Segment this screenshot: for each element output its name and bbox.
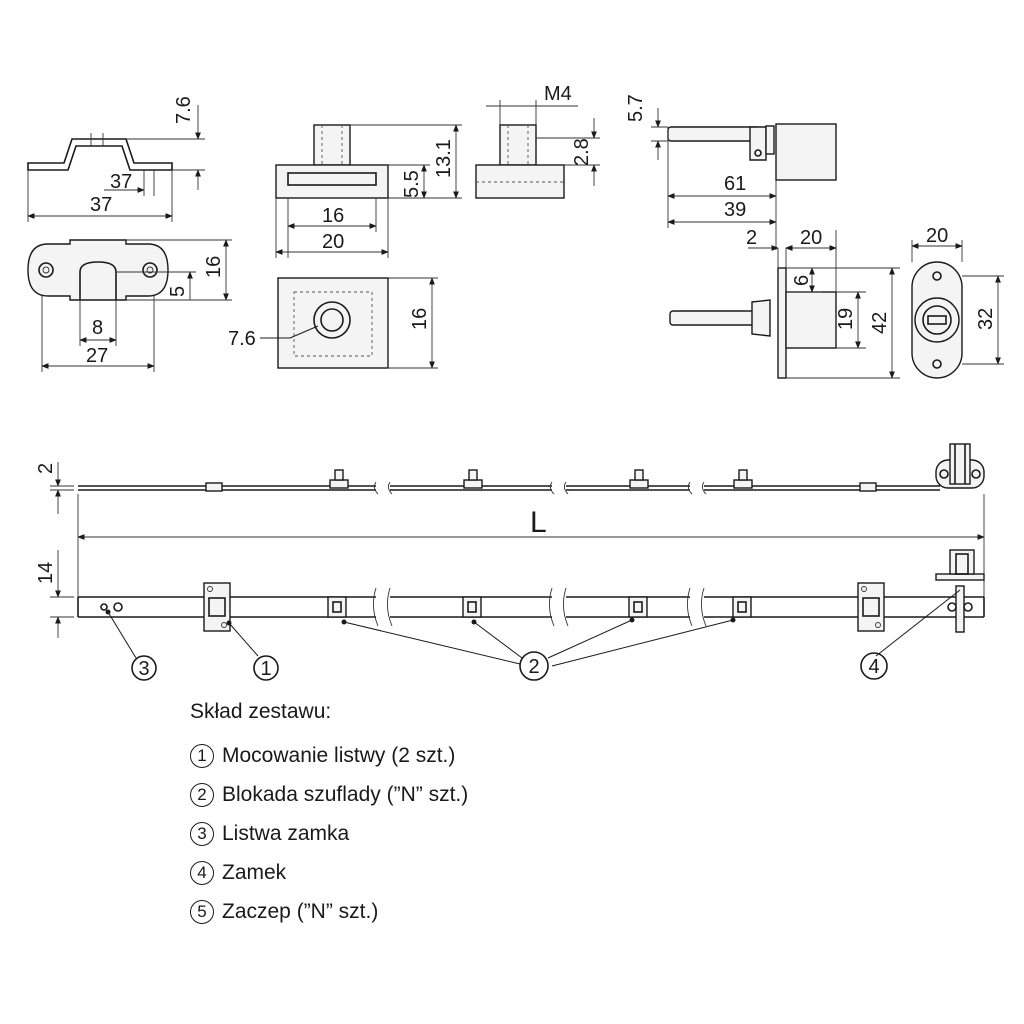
legend-number: 2 [190, 782, 214, 807]
dim-lock-length: 61 [724, 173, 746, 195]
dim-thread: M4 [544, 83, 572, 105]
dim-plate-height: 32 [975, 308, 997, 330]
lock-side-view [651, 108, 837, 250]
dim-bracket-slot-width: 8 [92, 317, 103, 339]
dim-plate-width: 20 [926, 225, 948, 247]
legend: Skład zestawu: 1 Mocowanie listwy (2 szt… [190, 700, 468, 931]
rail-length-dimension [77, 494, 985, 600]
lock-top-view [669, 230, 900, 379]
dim-lock-height: 42 [869, 312, 891, 334]
legend-item: 2 Blokada szuflady (”N” szt.) [190, 775, 468, 814]
svg-text:3: 3 [138, 658, 149, 680]
legend-text: Blokada szuflady (”N” szt.) [222, 782, 469, 806]
svg-text:1: 1 [260, 658, 271, 680]
rail-top-view [50, 549, 985, 638]
dim-lock-head: 20 [800, 227, 822, 249]
legend-title: Skład zestawu: [190, 700, 332, 723]
dim-block-height: 13.1 [433, 139, 455, 178]
legend-text: Listwa zamka [222, 821, 350, 845]
callout-1: 1 [253, 655, 279, 681]
dim-block-base: 5.5 [401, 170, 423, 198]
legend-number: 1 [190, 743, 214, 768]
dim-block-hole: 7.6 [228, 328, 256, 350]
legend-item: 3 Listwa zamka [190, 814, 468, 853]
bracket-top-view [27, 239, 232, 372]
dim-bracket-slot: 5 [167, 286, 189, 297]
legend-item: 4 Zamek [190, 853, 468, 892]
dim-lock-diam: 19 [835, 308, 857, 330]
legend-text: Zaczep (”N” szt.) [222, 899, 379, 923]
callout-2: 2 [519, 651, 549, 681]
dim-lock-gap: 2 [746, 227, 757, 249]
dim-bracket-total: 37 [90, 194, 112, 216]
dim-bracket-height: 7.6 [173, 96, 195, 124]
rail-side-view [50, 443, 985, 514]
dim-block-depth: 16 [409, 308, 431, 330]
dim-lock-body: 39 [724, 199, 746, 221]
dim-rail-thickness: 2 [35, 463, 57, 474]
dim-lock-plate: 6 [791, 275, 813, 286]
dim-bracket-top-width: 16 [203, 256, 225, 278]
legend-number: 5 [190, 899, 214, 924]
lock-plate-front-view [911, 240, 1004, 379]
callout-3: 3 [131, 655, 157, 681]
dim-block-width: 20 [322, 231, 344, 253]
legend-item: 1 Mocowanie listwy (2 szt.) [190, 736, 468, 775]
legend-number: 4 [190, 860, 214, 885]
threaded-block-view [475, 100, 600, 199]
dim-lock-flange: 5.7 [625, 94, 647, 122]
dim-thread-base: 2.8 [571, 138, 593, 166]
legend-number: 3 [190, 821, 214, 846]
bracket-side-view [27, 105, 205, 222]
dim-rail-width: 14 [35, 562, 57, 584]
block-front-view [275, 124, 462, 258]
callout-leaders [105, 589, 961, 667]
legend-text: Zamek [222, 860, 287, 884]
svg-text:4: 4 [868, 656, 879, 678]
dim-block-width-inner: 16 [322, 205, 344, 227]
dim-bracket-bottom-width: 27 [86, 345, 108, 367]
dim-bracket-inner: 37 [110, 171, 132, 193]
legend-item: 5 Zaczep (”N” szt.) [190, 892, 468, 931]
legend-text: Mocowanie listwy (2 szt.) [222, 743, 456, 767]
svg-text:2: 2 [528, 656, 539, 678]
block-top-view [260, 277, 438, 369]
callout-4: 4 [860, 652, 888, 680]
dim-rail-length: L [530, 506, 547, 539]
